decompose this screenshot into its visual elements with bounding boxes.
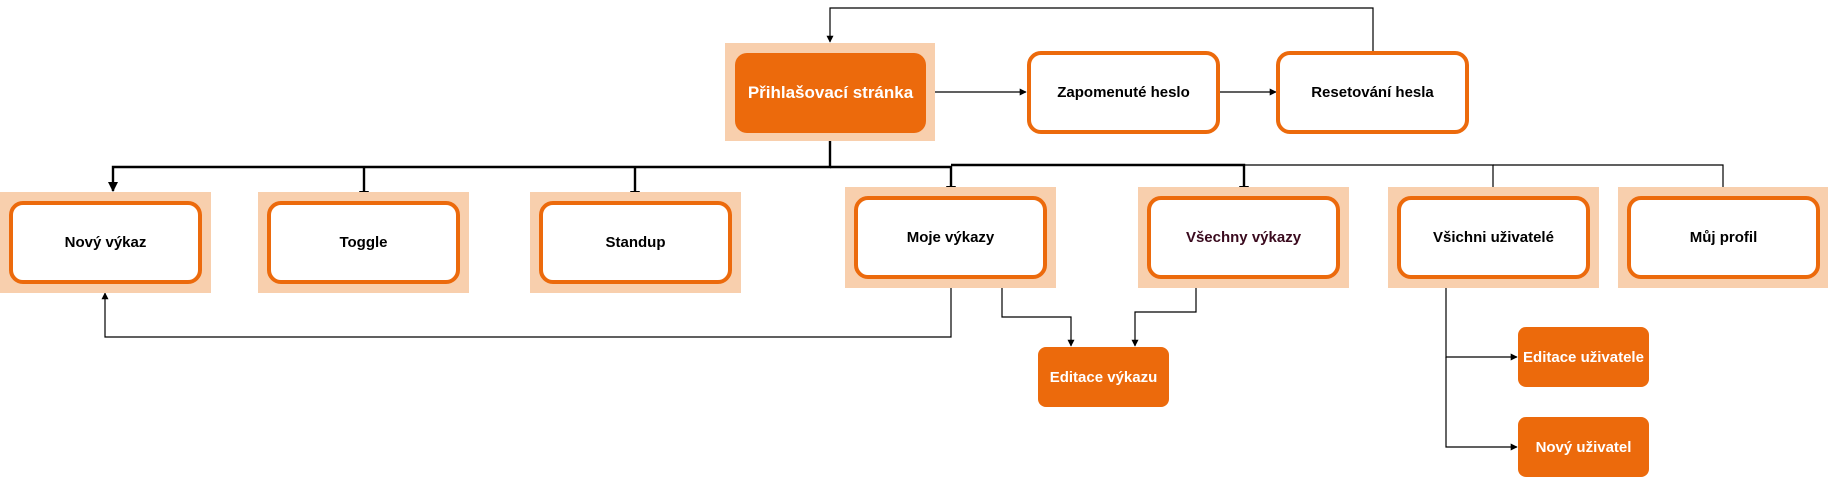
node-new-report[interactable]: Nový výkaz — [9, 201, 202, 284]
edge-myreports-newreport — [101, 288, 952, 338]
edge-allusers-newuser — [1445, 357, 1518, 451]
node-forgot-password[interactable]: Zapomenuté heslo — [1027, 51, 1220, 134]
edge-reset-login — [826, 7, 1374, 51]
node-login-page[interactable]: Přihlašovací stránka — [735, 53, 926, 133]
edge-allusers-edituser — [1445, 280, 1518, 361]
edge-login-my-profile — [1493, 164, 1727, 196]
node-toggle[interactable]: Toggle — [267, 201, 460, 284]
edge-login-trunk-left — [108, 133, 832, 192]
edge-myreports-editreport — [1001, 286, 1075, 347]
node-new-user[interactable]: Nový uživatel — [1518, 417, 1649, 477]
node-edit-report[interactable]: Editace výkazu — [1038, 347, 1169, 407]
node-edit-user[interactable]: Editace uživatele — [1518, 327, 1649, 387]
node-all-users[interactable]: Všichni uživatelé — [1397, 196, 1590, 279]
edge-login-trunk-right — [830, 165, 956, 196]
edge-allreports-editreport — [1131, 280, 1197, 347]
node-my-reports[interactable]: Moje výkazy — [854, 196, 1047, 279]
node-my-profile[interactable]: Můj profil — [1627, 196, 1820, 279]
node-all-reports[interactable]: Všechny výkazy — [1147, 196, 1340, 279]
node-reset-password[interactable]: Resetování hesla — [1276, 51, 1469, 134]
node-standup[interactable]: Standup — [539, 201, 732, 284]
